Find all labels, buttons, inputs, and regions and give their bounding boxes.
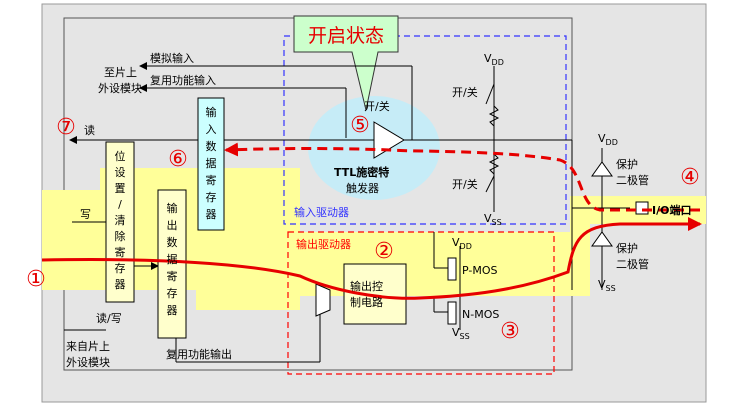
bit-set-clear-register-char: 除 [115, 229, 126, 243]
input-data-register-char: 器 [206, 208, 217, 221]
diode-top [591, 161, 613, 177]
marker-7: ⑦ [56, 115, 76, 140]
bit-set-clear-register-char: 位 [115, 149, 126, 163]
input-data-register-char: 寄 [206, 173, 217, 187]
pmos-symbol [447, 257, 457, 281]
switch-symbols [485, 83, 495, 193]
output-control-circuit [343, 263, 407, 325]
output-data-register-char: 器 [167, 304, 178, 317]
label-read-write: 读/写 [96, 311, 122, 325]
label-vdd-output: VDD [452, 236, 472, 251]
input-data-register-char: 输 [206, 105, 217, 119]
output-data-register-char: 出 [167, 218, 178, 232]
callout-title: 开启状态 [308, 25, 384, 47]
bit-set-clear-register-char: 设 [115, 166, 126, 179]
input-data-register [197, 97, 225, 231]
bit-set-clear-register-char: 寄 [115, 245, 126, 259]
label-protect-top-2: 二极管 [616, 173, 649, 187]
output-mux [315, 283, 331, 317]
output-driver-box [287, 231, 555, 375]
label-to-peripheral-1: 至片上 [104, 66, 137, 79]
label-output-control-2: 制电路 [350, 296, 383, 309]
label-write: 写 [80, 208, 91, 221]
label-switch-lower: 开/关 [452, 177, 478, 191]
label-nmos: N-MOS [462, 308, 499, 321]
bit-set-clear-register-char: 置 [115, 182, 126, 195]
input-data-register-char: 数 [206, 140, 217, 153]
label-pmos: P-MOS [462, 264, 498, 277]
input-signal-path [224, 142, 700, 212]
label-analog-input: 模拟输入 [150, 51, 194, 65]
marker-3: ③ [500, 319, 520, 344]
input-data-register-char: 据 [206, 156, 217, 170]
label-input-driver: 输入驱动器 [294, 205, 349, 219]
io-pin-pad [635, 201, 649, 215]
label-from-peripheral-2: 外设模块 [66, 356, 110, 369]
input-wires [64, 62, 630, 363]
bit-set-clear-register-char: 器 [115, 278, 126, 291]
label-output-control-1: 输出控 [350, 279, 383, 293]
label-ttl-1: TTL施密特 [334, 165, 389, 179]
label-output-driver: 输出驱动器 [296, 237, 351, 251]
marker-2: ② [374, 239, 394, 264]
label-vdd-diode: VDD [598, 132, 618, 147]
bit-set-clear-register [105, 141, 135, 303]
label-vss-diode: VSS [598, 278, 616, 293]
pull-down-resistor [488, 153, 500, 175]
marker-6: ⑥ [168, 147, 188, 172]
input-driver-box [283, 35, 567, 225]
label-alt-function-input: 复用功能输入 [150, 73, 216, 87]
label-protect-bottom-2: 二极管 [616, 257, 649, 271]
label-ttl-2: 触发器 [346, 181, 379, 195]
label-protect-bottom-1: 保护 [616, 241, 638, 255]
output-data-register-char: 据 [167, 252, 178, 266]
label-switch-upper: 开/关 [364, 99, 390, 113]
label-from-peripheral-1: 来自片上 [66, 340, 110, 353]
label-protect-top-1: 保护 [616, 157, 638, 171]
output-signal-path [41, 217, 702, 300]
output-data-register-char: 输 [167, 201, 178, 215]
bit-set-clear-register-char: 清 [115, 214, 126, 227]
output-data-register-char: 存 [167, 286, 178, 300]
marker-5: ⑤ [350, 113, 370, 138]
label-io-pin: I/O端口 [652, 203, 691, 217]
output-data-register [157, 189, 187, 339]
nmos-symbol [447, 301, 457, 325]
output-data-register-char: 寄 [167, 269, 178, 283]
bit-set-clear-register-char: / [118, 198, 122, 211]
input-data-register-char: 存 [206, 190, 217, 204]
label-read: 读 [84, 123, 95, 137]
callout-shape [293, 15, 399, 111]
label-vss-input: VSS [484, 212, 502, 227]
output-data-register-char: 数 [167, 236, 178, 249]
marker-1: ① [26, 267, 46, 292]
bit-set-clear-register-char: 存 [115, 261, 126, 275]
input-data-register-char: 入 [206, 123, 217, 136]
diode-bottom [591, 231, 613, 247]
marker-4: ④ [680, 165, 700, 190]
label-alt-function-output: 复用功能输出 [166, 347, 232, 361]
label-to-peripheral-2: 外设模块 [98, 82, 142, 95]
pull-up-resistor [488, 105, 500, 127]
label-vdd-top: VDD [484, 52, 504, 67]
label-vss-output: VSS [452, 326, 470, 341]
label-switch-mid: 开/关 [452, 85, 478, 99]
